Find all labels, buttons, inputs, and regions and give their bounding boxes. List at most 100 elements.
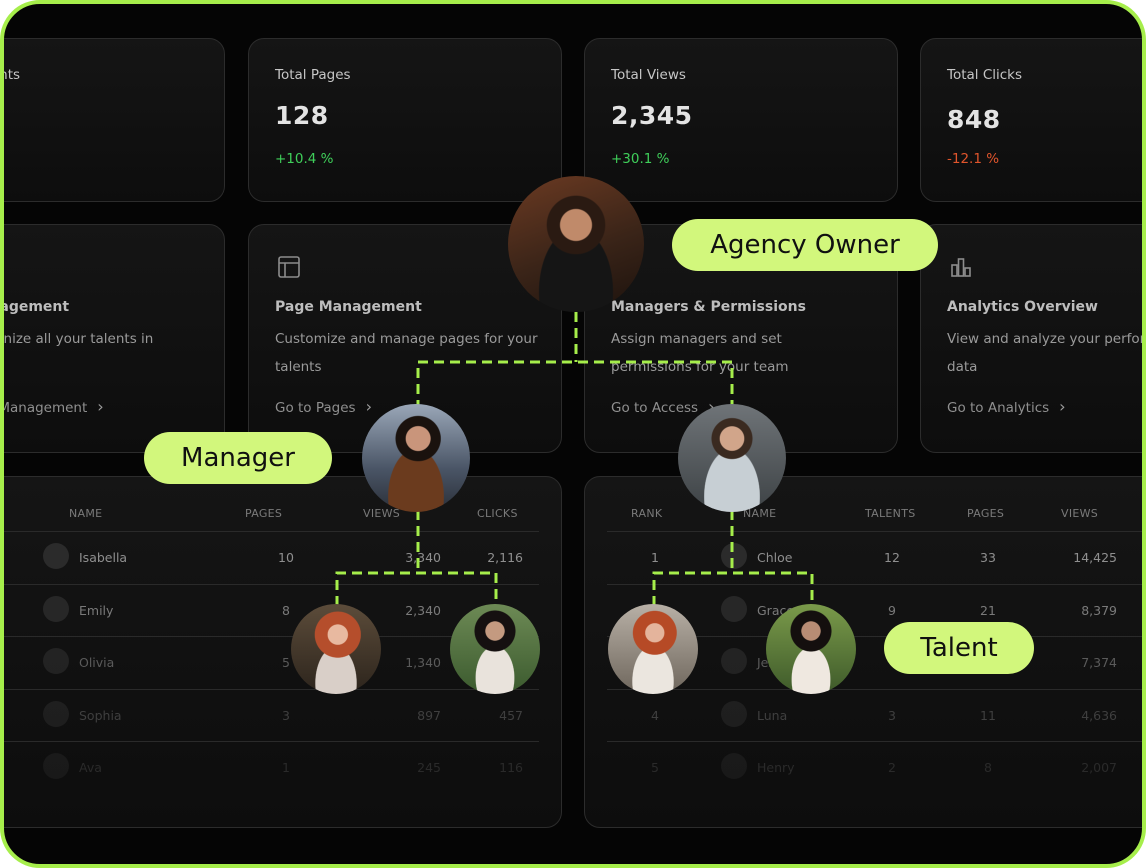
layout-icon: [278, 256, 300, 278]
stat-card-clicks: Total Clicks 848 -12.1 %: [920, 38, 1142, 202]
manager-rank: 1: [651, 550, 659, 565]
feature-link[interactable]: Go to Analytics›: [947, 397, 1066, 416]
table-row[interactable]: 5 Henry 2 8 2,007: [607, 741, 1142, 794]
feature-card-analytics[interactable]: Analytics Overview View and analyze your…: [920, 224, 1145, 453]
feature-card-talents[interactable]: Talent Management Add and organize all y…: [0, 224, 225, 453]
talent-name: Isabella: [79, 550, 128, 565]
table-row[interactable]: Sophia 3 897 457: [4, 688, 539, 742]
feature-title: Page Management: [275, 299, 422, 315]
feature-title: Talent Management: [0, 299, 70, 315]
table-row[interactable]: Isabella 10 3,340 2,116: [4, 531, 539, 584]
avatar: [43, 595, 69, 622]
stat-change: +10.4 %: [275, 151, 334, 167]
manager-name: Chloe: [757, 550, 793, 565]
feature-title: Analytics Overview: [947, 299, 1098, 315]
talent-avatar: [766, 604, 856, 694]
talent-clicks: 2,116: [487, 550, 523, 565]
talent-views: 2,340: [405, 602, 441, 618]
feature-link[interactable]: Go to Talent Management ›: [0, 397, 104, 416]
manager-rank: 4: [651, 707, 659, 723]
talent-views: 897: [417, 707, 441, 723]
talent-views: 3,340: [405, 550, 441, 565]
talent-pages: 1: [282, 760, 290, 775]
manager-pages: 8: [984, 760, 992, 775]
stat-change: +30.1 %: [611, 151, 670, 167]
feature-description: Customize and manage pages for your tale…: [275, 331, 538, 375]
talent-badge: Talent: [884, 622, 1034, 674]
manager-badge: Manager: [144, 432, 332, 484]
talent-avatar: [291, 604, 381, 694]
column-header: NAME: [69, 507, 103, 520]
feature-description: Assign managers and set permissions for …: [611, 331, 789, 375]
stat-label: Total Talents: [0, 67, 21, 83]
avatar: [43, 648, 69, 674]
column-header: TALENTS: [865, 507, 916, 520]
avatar: [721, 700, 747, 727]
table-row[interactable]: 2Grace9218,379: [607, 583, 1142, 637]
manager-views: 2,007: [1081, 760, 1117, 775]
manager-avatar-left: [362, 404, 470, 512]
column-header: PAGES: [967, 507, 1005, 520]
talent-avatar: [608, 604, 698, 694]
manager-pages: 11: [980, 707, 996, 723]
talent-avatar: [450, 604, 540, 694]
column-header: PAGES: [245, 507, 283, 520]
column-header: RANK: [631, 507, 663, 520]
feature-link-label: Go to Pages: [275, 400, 356, 416]
talent-pages: 5: [282, 655, 290, 670]
feature-title: Managers & Permissions: [611, 299, 806, 315]
talent-views: 1,340: [405, 655, 441, 670]
stat-value: 128: [275, 101, 329, 130]
table-row[interactable]: Olivia 5 1,340: [4, 636, 539, 689]
chevron-right-icon: ›: [365, 397, 372, 416]
avatar: [721, 595, 747, 622]
talent-clicks: 116: [499, 760, 523, 775]
talent-name: Sophia: [79, 707, 122, 723]
talent-name: Olivia: [79, 655, 115, 670]
chevron-right-icon: ›: [708, 397, 715, 416]
feature-link-label: Go to Analytics: [947, 400, 1050, 416]
feature-link-label: Go to Talent Management: [0, 400, 88, 416]
manager-views: 4,636: [1081, 707, 1117, 723]
manager-name: Luna: [757, 707, 788, 723]
feature-description: View and analyze your performance data: [947, 331, 1145, 375]
feature-description: Add and organize all your talents in one…: [3, 331, 154, 347]
manager-rank: 5: [651, 760, 659, 775]
avatar: [721, 648, 747, 674]
manager-pages: 21: [980, 602, 996, 618]
talent-name: Ava: [79, 760, 102, 775]
talent-name: Emily: [79, 602, 114, 618]
talent-pages: 10: [278, 550, 294, 565]
avatar: [721, 543, 747, 569]
manager-views: 7,374: [1081, 655, 1117, 670]
avatar: [43, 543, 69, 569]
avatar: [721, 753, 747, 779]
talent-pages: 3: [282, 707, 290, 723]
stat-card-views: Total Views 2,345 +30.1 %: [584, 38, 898, 202]
avatar: [43, 700, 69, 727]
manager-talents: 2: [888, 760, 896, 775]
chevron-right-icon: ›: [97, 397, 104, 416]
feature-link-label: Go to Access: [611, 400, 699, 416]
bar-chart-icon: [951, 258, 971, 277]
stat-value: 2,345: [611, 101, 693, 130]
stat-label: Total Clicks: [947, 67, 1023, 83]
agency-owner-avatar: [508, 176, 644, 312]
manager-name: Henry: [757, 760, 795, 775]
manager-pages: 33: [980, 550, 996, 565]
talent-clicks: 457: [499, 707, 523, 723]
agency-owner-badge: Agency Owner: [672, 219, 938, 271]
avatar: [43, 753, 69, 779]
feature-link[interactable]: Go to Pages ›: [275, 397, 372, 416]
column-header: VIEWS: [1061, 507, 1099, 520]
manager-views: 8,379: [1081, 602, 1117, 618]
stat-change: -12.1 %: [947, 151, 1000, 167]
feature-link[interactable]: Go to Access ›: [611, 397, 714, 416]
column-header: CLICKS: [477, 507, 518, 520]
